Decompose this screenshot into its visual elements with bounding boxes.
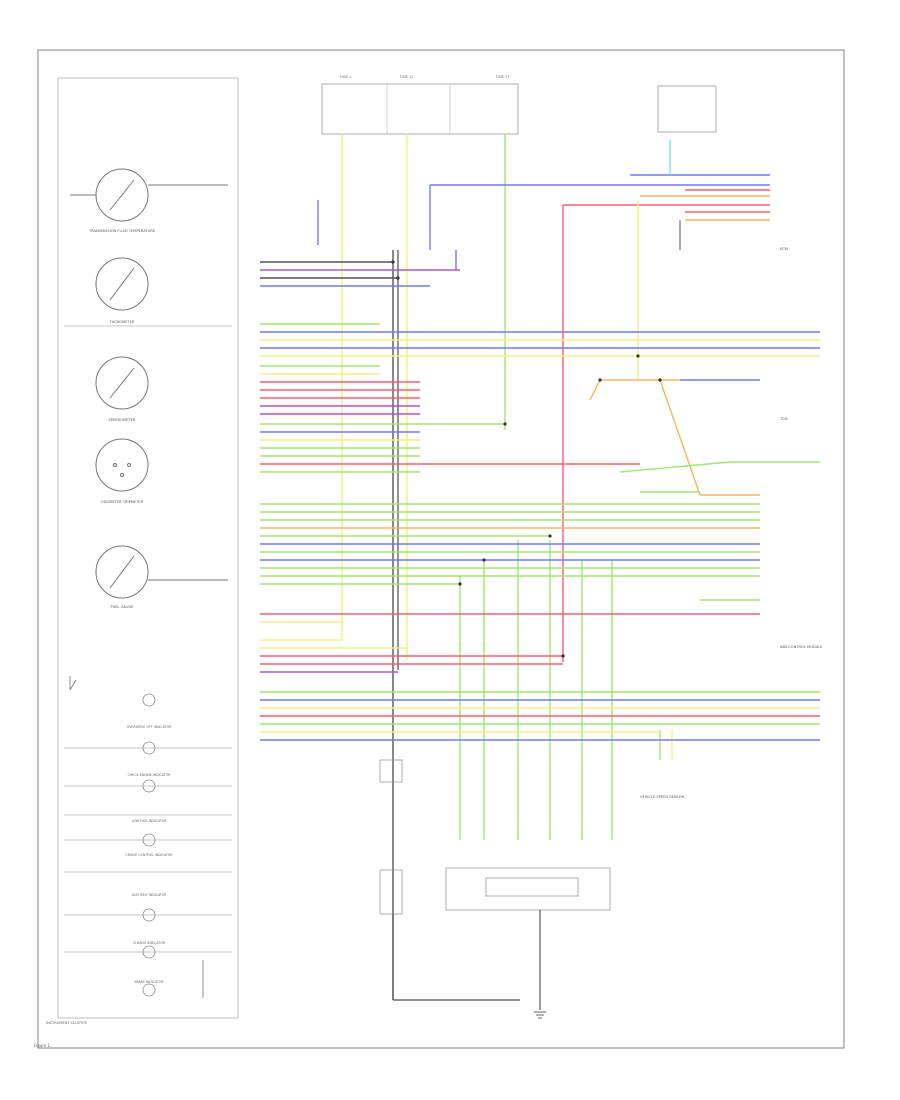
fuse-label: FUSE 12 (400, 75, 413, 79)
cluster-panel (57, 77, 239, 1019)
indicator-label: CHARGE INDICATOR (133, 941, 166, 945)
control-module (379, 759, 611, 915)
indicator-label: LOW FUEL INDICATOR (132, 819, 168, 823)
component-label: TCM (779, 417, 788, 421)
gauge-label: FUEL GAUGE (110, 605, 134, 609)
junction-dot (391, 260, 662, 658)
gauge-label: TACHOMETER (109, 320, 135, 324)
switch-icon (69, 676, 204, 998)
relay-box (657, 85, 717, 133)
fuse-label: FUSE 1 (340, 75, 351, 79)
indicator-label: CHECK ENGINE INDICATOR (128, 773, 172, 777)
fuse-label: FUSE 17 (496, 75, 509, 79)
figure-label: Figure 1 (34, 1043, 51, 1048)
gauge-label: ODOMETER TRIPMETER (101, 500, 144, 504)
indicator-label: OVERDRIVE OFF INDICATOR (127, 725, 172, 729)
indicator-label: SEAT BELT INDICATOR (132, 893, 168, 897)
gauge-icon (70, 168, 228, 599)
component-label: ABS CONTROL MODULE (780, 645, 823, 649)
component-label: VEHICLE SPEED SENSOR (640, 795, 685, 799)
indicator-label: BRAKE INDICATOR (134, 980, 164, 984)
indicator-bulb-icon (142, 693, 156, 997)
gauge-label: TRANSMISSION FLUID TEMPERATURE (88, 229, 156, 233)
fuse-box (321, 83, 519, 135)
ground-icon (534, 1011, 546, 1019)
diagram-border (37, 49, 845, 1049)
gauge-label: SPEEDOMETER (109, 418, 136, 422)
sheet-label: INSTRUMENT CLUSTER (46, 1021, 87, 1025)
component-label: ECM (780, 247, 788, 251)
indicator-label: CRUISE CONTROL INDICATOR (126, 853, 174, 857)
